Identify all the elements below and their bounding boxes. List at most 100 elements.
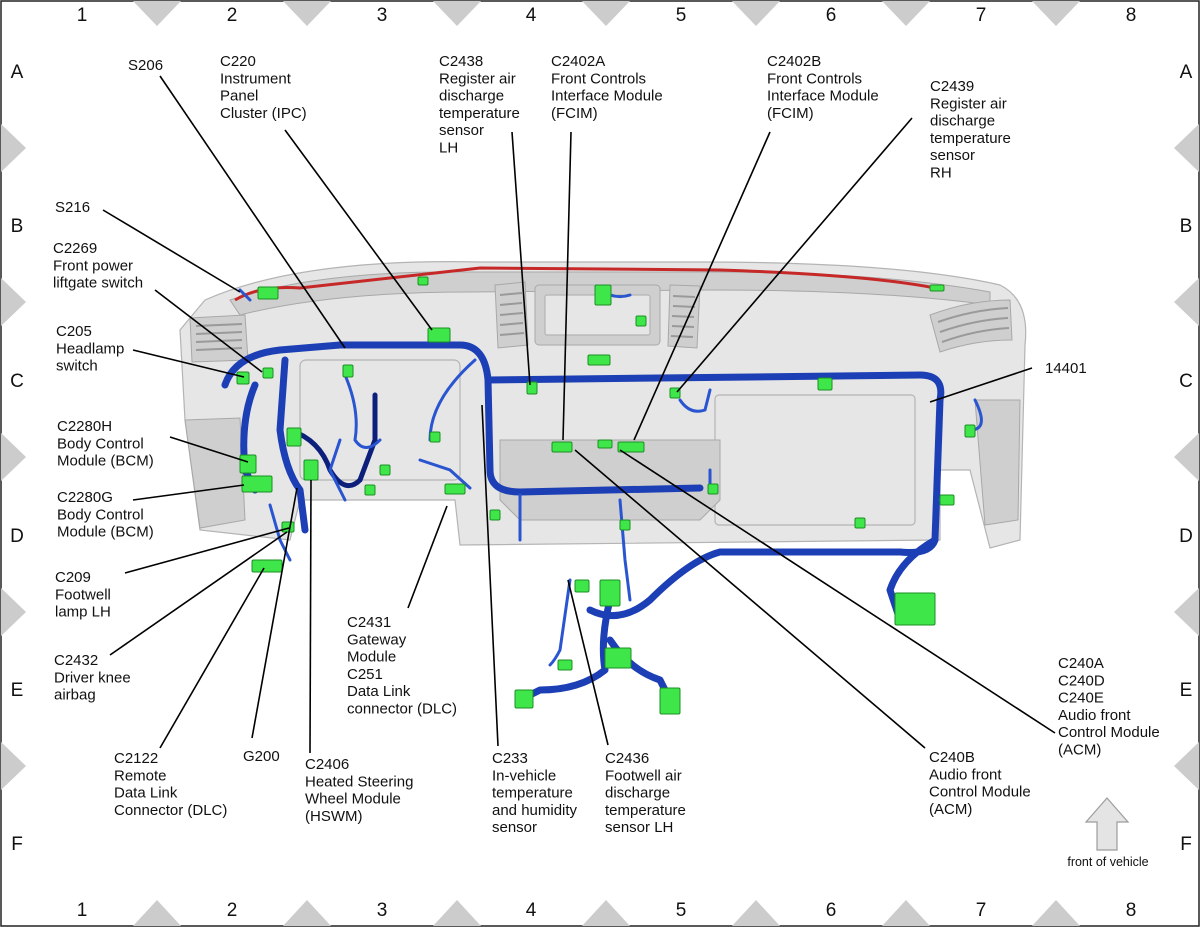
connector-block [587, 354, 611, 366]
callout-line: temperature [492, 785, 573, 802]
callout-line: discharge [930, 113, 995, 130]
connector-block [617, 441, 645, 453]
connector-block [262, 367, 274, 379]
callout-line: C2402A [551, 53, 605, 70]
callout-line: Register air [930, 95, 1007, 112]
callout-line: C2438 [439, 53, 483, 70]
right-vent-icon [929, 299, 1013, 353]
callout-line: Front power [53, 257, 133, 274]
callout-line: lamp LH [55, 604, 111, 621]
callout-line: Module (BCM) [57, 524, 154, 541]
callout-line: temperature [439, 105, 520, 122]
connector-block [574, 579, 590, 593]
callout-line: Control Module [1058, 724, 1160, 741]
border-triangle [1174, 124, 1199, 172]
callout-line: switch [56, 358, 98, 375]
callout-line: RH [930, 165, 952, 182]
callout-line: sensor [930, 147, 975, 164]
grid-row-label: E [1180, 680, 1193, 701]
callout-line: Body Control [57, 435, 144, 452]
grid-column-label: 2 [227, 5, 238, 26]
connector-block [659, 687, 681, 715]
connector-block [599, 579, 621, 607]
grid-column-label: 4 [526, 5, 537, 26]
grid-column-label: 6 [826, 900, 837, 921]
callout-line: S206 [128, 57, 163, 74]
grid-column-label: 6 [826, 5, 837, 26]
callout-line: C2431 [347, 614, 391, 631]
callout-line: airbag [54, 687, 96, 704]
connector-block [427, 327, 451, 343]
border-triangle [1, 742, 26, 790]
connector-block [597, 439, 613, 449]
instrument-panel-illustration [179, 261, 1027, 549]
border-triangle [433, 900, 481, 926]
connector-block [551, 441, 573, 453]
grid-row-label: C [10, 371, 24, 392]
grid-row-label: B [1180, 216, 1193, 237]
connector-block [514, 689, 534, 709]
connector-block [894, 592, 936, 626]
callout-line: Panel [220, 88, 258, 105]
grid-row-label: F [1180, 834, 1192, 855]
grid-column-label: 2 [227, 900, 238, 921]
callout-line: Register air [439, 70, 516, 87]
connector-block [257, 286, 279, 300]
callout-line: (FCIM) [767, 105, 814, 122]
callout-line: Audio front [929, 766, 1002, 783]
callout-line: C251 [347, 666, 383, 683]
callout-line: 14401 [1045, 360, 1087, 377]
border-triangle [1, 124, 26, 172]
callout-line: C2406 [305, 756, 349, 773]
callout-line: C240D [1058, 672, 1105, 689]
border-triangle [283, 1, 331, 26]
callout-line: G200 [243, 748, 280, 765]
callout-line: discharge [605, 785, 670, 802]
callout-line: Data Link [114, 785, 178, 802]
grid-column-label: 5 [676, 900, 687, 921]
connector-block [854, 517, 866, 529]
connector-block [635, 315, 647, 327]
connector-block [303, 459, 319, 481]
connector-block [236, 371, 250, 385]
callout-line: S216 [55, 199, 90, 216]
callout-line: Gateway [347, 631, 407, 648]
connector-block [444, 483, 466, 495]
callout-line: Front Controls [551, 70, 646, 87]
callout-line: C205 [56, 323, 92, 340]
connector-block [489, 509, 501, 521]
border-triangle [1, 588, 26, 636]
up-arrow-icon [1084, 797, 1130, 851]
callout-line: Audio front [1058, 707, 1131, 724]
grid-column-label: 1 [77, 5, 88, 26]
callout-line: Module (BCM) [57, 453, 154, 470]
callout-leader-lines [102, 75, 1056, 754]
callout-line: temperature [605, 802, 686, 819]
connector-block [604, 647, 632, 669]
callout-line: C2122 [114, 750, 158, 767]
grid-column-label: 1 [77, 900, 88, 921]
callout-line: connector (DLC) [347, 701, 457, 718]
border-triangle [732, 1, 780, 26]
grid-row-label: C [1179, 371, 1193, 392]
callout-line: Instrument [220, 70, 292, 87]
border-triangle [882, 1, 930, 26]
border-triangle [882, 900, 930, 926]
